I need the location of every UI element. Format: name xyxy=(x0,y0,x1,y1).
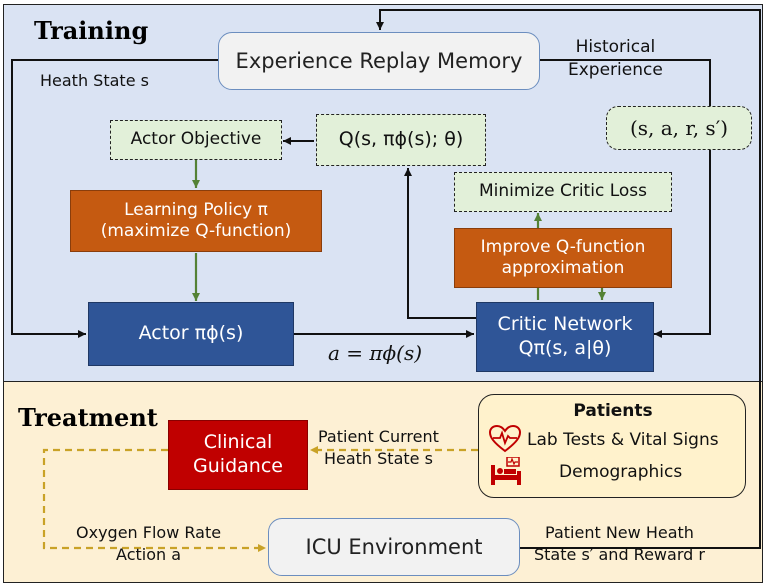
critic-to-q-arrow xyxy=(404,168,478,319)
heart-pulse-icon xyxy=(488,424,522,457)
health-state-label: Heath State s xyxy=(40,70,149,92)
training-title: Training xyxy=(34,16,149,45)
patient-new-state-label: Patient New Heath State s′ and Reward r xyxy=(534,523,705,564)
historical-experience-label: Historical Experience xyxy=(568,37,663,80)
learning-policy-box: Learning Policy π (maximize Q-function) xyxy=(70,190,322,252)
clinical-guidance-box: Clinical Guidance xyxy=(168,420,308,490)
demographics-label: Demographics xyxy=(559,462,683,482)
lab-tests-label: Lab Tests & Vital Signs xyxy=(527,430,719,450)
treatment-title: Treatment xyxy=(18,403,158,432)
q-expression-box: Q(s, πϕ(s); θ) xyxy=(316,114,486,166)
feedback-loop-arrow xyxy=(376,9,761,549)
historical-experience-arrow xyxy=(540,59,711,338)
patients-box: Patients Lab Tests & Vital Signs Demogra… xyxy=(478,394,746,498)
treatment-loop-arrows xyxy=(42,446,478,552)
action-label: a = πϕ(s) xyxy=(328,341,423,365)
critic-network-box: Critic Network Qπ(s, a|θ) xyxy=(476,302,654,372)
transition-tuple-box: (s, a, r, s′) xyxy=(606,106,752,150)
hospital-bed-icon xyxy=(489,456,523,491)
actor-objective-box: Actor Objective xyxy=(110,120,282,160)
experience-replay-memory: Experience Replay Memory xyxy=(218,32,540,90)
icu-environment-box: ICU Environment xyxy=(268,518,520,576)
health-state-arrow xyxy=(11,59,218,338)
actor-box: Actor πϕ(s) xyxy=(88,302,294,366)
patient-current-label: Patient Current Heath State s xyxy=(318,427,439,468)
improve-q-function-box: Improve Q-function approximation xyxy=(454,228,672,288)
patients-title: Patients xyxy=(573,401,653,421)
oxygen-flow-label: Oxygen Flow Rate Action a xyxy=(76,523,222,564)
health-state-text: Heath State s xyxy=(40,71,149,90)
minimize-critic-loss-box: Minimize Critic Loss xyxy=(454,172,672,212)
